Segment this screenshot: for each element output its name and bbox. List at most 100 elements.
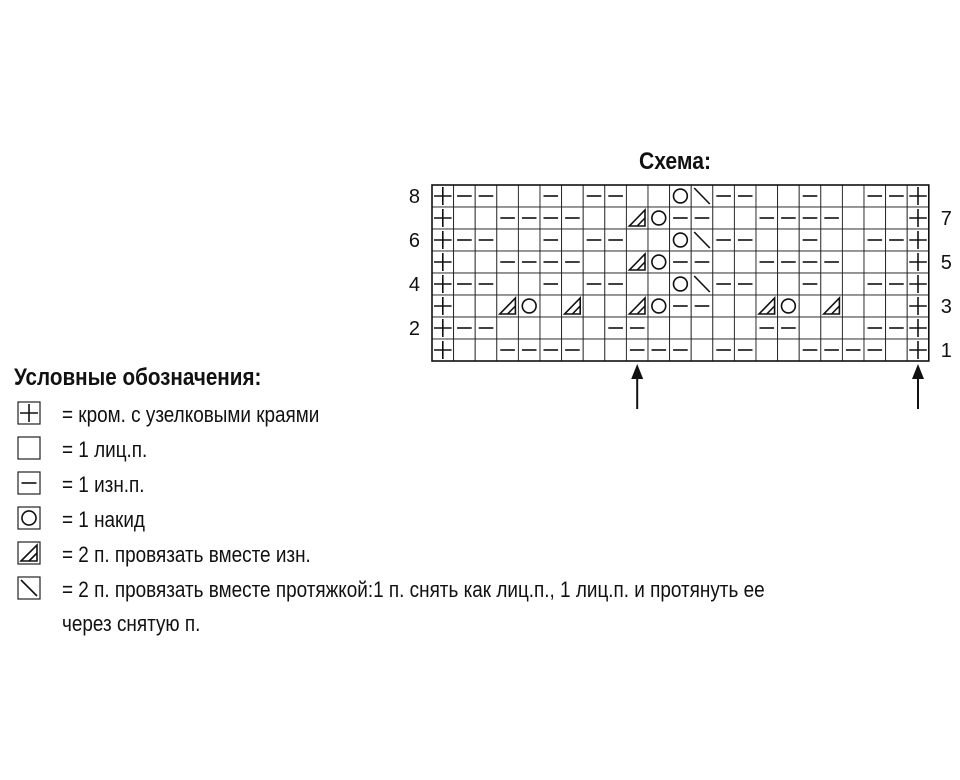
legend-item-text: = 1 лиц.п. bbox=[62, 437, 148, 462]
chart-cell bbox=[863, 294, 887, 318]
slip-knit-pass-icon bbox=[17, 576, 41, 600]
chart-cell bbox=[474, 338, 498, 362]
chart-cell bbox=[669, 184, 692, 208]
chart-cell bbox=[690, 250, 714, 274]
chart-cell bbox=[625, 294, 649, 318]
chart-cell bbox=[474, 294, 498, 318]
chart-cell bbox=[820, 316, 843, 340]
chart-cell bbox=[712, 338, 735, 362]
chart-cell bbox=[647, 206, 671, 230]
chart-cell bbox=[582, 316, 606, 340]
chart-cell bbox=[885, 316, 908, 340]
chart-title: Схема: bbox=[638, 148, 712, 175]
chart-cell bbox=[625, 338, 649, 362]
chart-cell bbox=[453, 184, 476, 208]
chart-cell bbox=[496, 206, 519, 230]
chart-cell bbox=[712, 184, 735, 208]
chart-cell bbox=[885, 338, 908, 362]
chart-cell bbox=[647, 184, 671, 208]
chart-cell bbox=[517, 206, 541, 230]
legend-item-text: = 2 п. провязать вместе изн. bbox=[62, 542, 311, 567]
chart-cell bbox=[453, 250, 476, 274]
chart-cell bbox=[669, 206, 692, 230]
chart-cell bbox=[496, 338, 519, 362]
chart-cell bbox=[733, 206, 757, 230]
legend-item: = 2 п. провязать вместе протяжкой:1 п. с… bbox=[14, 571, 960, 636]
chart-cell bbox=[604, 228, 627, 252]
chart-cell bbox=[496, 294, 519, 318]
chart-cell bbox=[777, 272, 800, 296]
chart-cell bbox=[561, 316, 584, 340]
legend-title: Условные обозначения: bbox=[14, 364, 262, 391]
chart-cell bbox=[474, 272, 498, 296]
chart-cell bbox=[798, 272, 822, 296]
legend-item: = кром. с узелковыми краями bbox=[14, 396, 960, 430]
edge-stitch-icon bbox=[17, 401, 41, 425]
chart-cell bbox=[604, 338, 627, 362]
chart-cell bbox=[517, 316, 541, 340]
chart-cell bbox=[647, 250, 671, 274]
chart-cell bbox=[733, 294, 757, 318]
row-label-left: 6 bbox=[409, 230, 420, 252]
chart-cell bbox=[690, 184, 714, 208]
legend-item-text: = 2 п. провязать вместе протяжкой:1 п. с… bbox=[62, 577, 765, 602]
chart-cell bbox=[906, 184, 930, 208]
chart-cell bbox=[863, 228, 887, 252]
chart-cell bbox=[669, 228, 692, 252]
chart-cell bbox=[431, 250, 455, 274]
chart-cell bbox=[885, 206, 908, 230]
chart-cell bbox=[733, 316, 757, 340]
chart-cell bbox=[539, 338, 563, 362]
chart-cell bbox=[712, 294, 735, 318]
chart-cell bbox=[604, 272, 627, 296]
legend-item-text: = 1 изн.п. bbox=[62, 472, 145, 497]
chart-cell bbox=[777, 338, 800, 362]
chart-cell bbox=[496, 250, 519, 274]
chart-cell bbox=[712, 206, 735, 230]
chart-cell bbox=[582, 272, 606, 296]
chart-cell bbox=[669, 316, 692, 340]
chart-grid bbox=[431, 184, 930, 362]
chart-cell bbox=[647, 316, 671, 340]
chart-cell bbox=[777, 206, 800, 230]
chart-cell bbox=[733, 184, 757, 208]
chart-cell bbox=[820, 294, 843, 318]
row-label-right: 1 bbox=[941, 340, 952, 362]
legend-item: = 2 п. провязать вместе изн. bbox=[14, 536, 960, 570]
chart-cell bbox=[841, 272, 865, 296]
chart-cell bbox=[431, 228, 455, 252]
chart-cell bbox=[841, 228, 865, 252]
chart-cell bbox=[777, 250, 800, 274]
chart-cell bbox=[604, 316, 627, 340]
chart-cell bbox=[647, 294, 671, 318]
chart-cell bbox=[733, 228, 757, 252]
chart-cell bbox=[798, 184, 822, 208]
chart-cell bbox=[582, 294, 606, 318]
chart-cell bbox=[777, 294, 800, 318]
chart-cell bbox=[906, 316, 930, 340]
chart-cell bbox=[625, 250, 649, 274]
chart-cell bbox=[647, 228, 671, 252]
chart-cell bbox=[712, 316, 735, 340]
chart-cell bbox=[431, 294, 455, 318]
chart-cell bbox=[669, 338, 692, 362]
row-label-left: 2 bbox=[409, 318, 420, 340]
knit-stitch-icon bbox=[17, 436, 41, 460]
chart-cell bbox=[582, 228, 606, 252]
chart-cell bbox=[474, 250, 498, 274]
chart-cell bbox=[885, 294, 908, 318]
chart-cell bbox=[431, 206, 455, 230]
chart-cell bbox=[453, 206, 476, 230]
chart-cell bbox=[539, 184, 563, 208]
chart-cell bbox=[841, 338, 865, 362]
chart-cell bbox=[841, 316, 865, 340]
chart-cell bbox=[604, 206, 627, 230]
legend-item: = 1 накид bbox=[14, 501, 960, 535]
chart-cell bbox=[863, 272, 887, 296]
chart-cell bbox=[863, 316, 887, 340]
chart-cell bbox=[820, 206, 843, 230]
chart-cell bbox=[885, 228, 908, 252]
chart-cell bbox=[431, 338, 455, 362]
chart-cell bbox=[712, 250, 735, 274]
legend-item-text: = кром. с узелковыми краями bbox=[62, 402, 320, 427]
